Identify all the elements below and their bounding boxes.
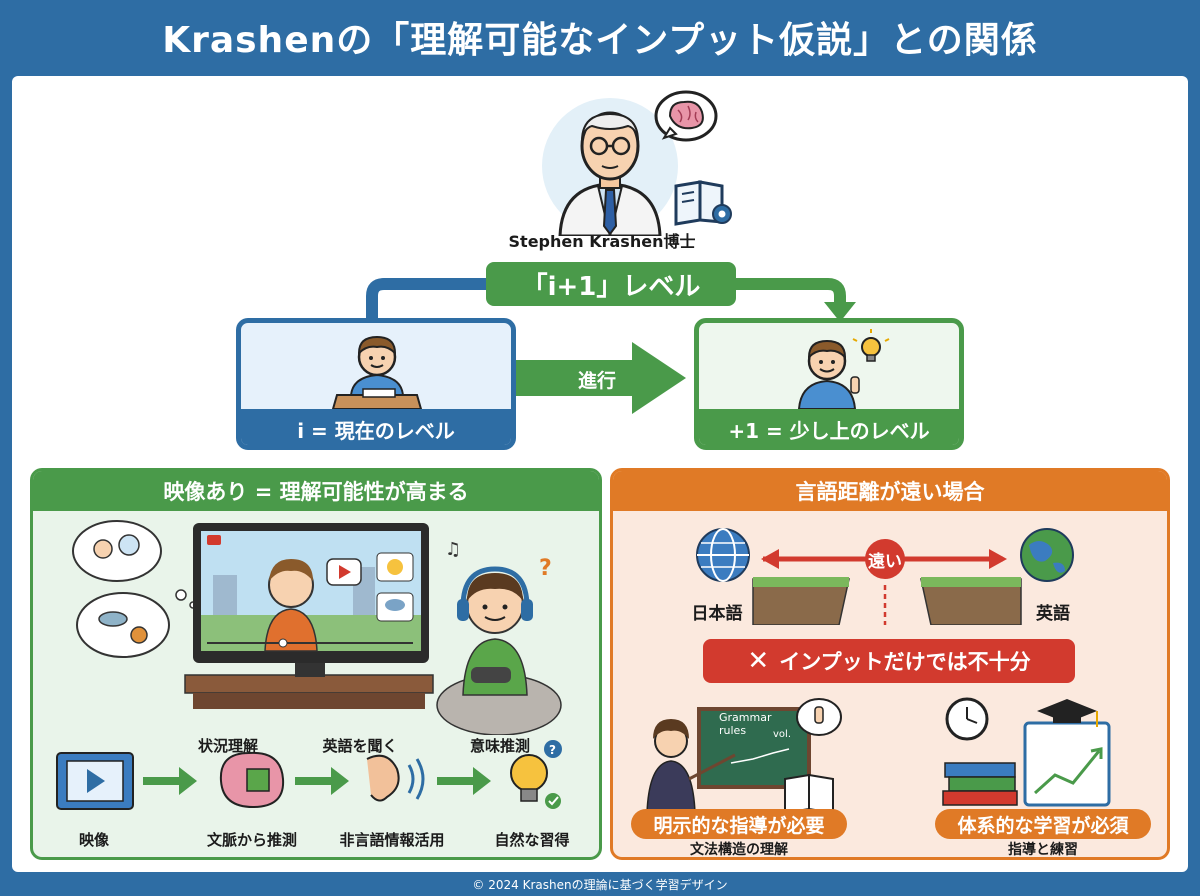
next-level-label: +1 = 少し上のレベル: [699, 409, 959, 445]
step-top-label: 状況理解: [197, 737, 258, 755]
left-language-label: 日本語: [691, 604, 743, 624]
step-bottom-label: 映像: [78, 831, 109, 849]
progress-label: 進行: [577, 370, 616, 392]
right-tag: 体系的な学習が必須: [935, 809, 1151, 839]
right-language-label: 英語: [1036, 604, 1070, 624]
steps-illustration: ?: [33, 735, 599, 815]
svg-text:?: ?: [549, 743, 556, 757]
step-top-label: 意味推測: [469, 737, 530, 755]
distance-panel-heading: 言語距離が遠い場合: [613, 471, 1167, 511]
canvas: Stephen Krashen博士 「i+1」レベル: [12, 76, 1188, 872]
tv-scene-illustration: ? ♫: [33, 515, 599, 736]
left-tag: 明示的な指導が必要: [631, 809, 847, 839]
right-caption: 指導と練習: [1008, 842, 1078, 858]
warning-banner: ✕ インプットだけでは不十分: [703, 639, 1075, 683]
teaching-illustration: [613, 693, 1167, 815]
distance-panel: 言語距離が遠い場合: [610, 468, 1170, 860]
step-bottom-label: 自然な習得: [494, 831, 570, 849]
cross-icon: ✕: [747, 646, 770, 676]
step-top-label: 英語を聞く: [322, 737, 398, 755]
step-bottom-label: 文脈から推測: [206, 831, 297, 849]
svg-text:♫: ♫: [445, 539, 461, 560]
progress-arrow: [516, 342, 688, 414]
left-caption: 文法構造の理解: [690, 842, 788, 858]
current-level-label: i = 現在のレベル: [241, 409, 511, 445]
brain-thought-bubble: [652, 88, 718, 148]
professor-name: Stephen Krashen博士: [508, 232, 696, 251]
distance-illustration: [613, 515, 1167, 626]
distance-word: 遠い: [868, 552, 902, 572]
step-bottom-label: 非言語情報活用: [339, 831, 445, 849]
kid-idea-illustration: [699, 323, 959, 410]
board-title: Grammar rules: [719, 711, 772, 737]
book-gear-icon: [672, 176, 736, 228]
level-connector: [232, 256, 892, 326]
svg-text:?: ?: [539, 556, 552, 581]
video-panel-heading: 映像あり = 理解可能性が高まる: [33, 471, 599, 511]
video-panel: 映像あり = 理解可能性が高まる: [30, 468, 602, 860]
footer-credit: © 2024 Krashenの理論に基づく学習デザイン: [472, 878, 728, 892]
next-level-box: +1 = 少し上のレベル: [694, 318, 964, 450]
board-subtitle: vol.: [773, 729, 791, 740]
kid-studying-illustration: [241, 323, 511, 410]
level-heading: 「i+1」レベル: [486, 262, 736, 306]
warning-text: インプットだけでは不十分: [779, 650, 1031, 674]
professor-illustration: [532, 86, 732, 238]
current-level-box: i = 現在のレベル: [236, 318, 516, 450]
page-title: Krashenの「理解可能なインプット仮説」との関係: [162, 20, 1038, 61]
